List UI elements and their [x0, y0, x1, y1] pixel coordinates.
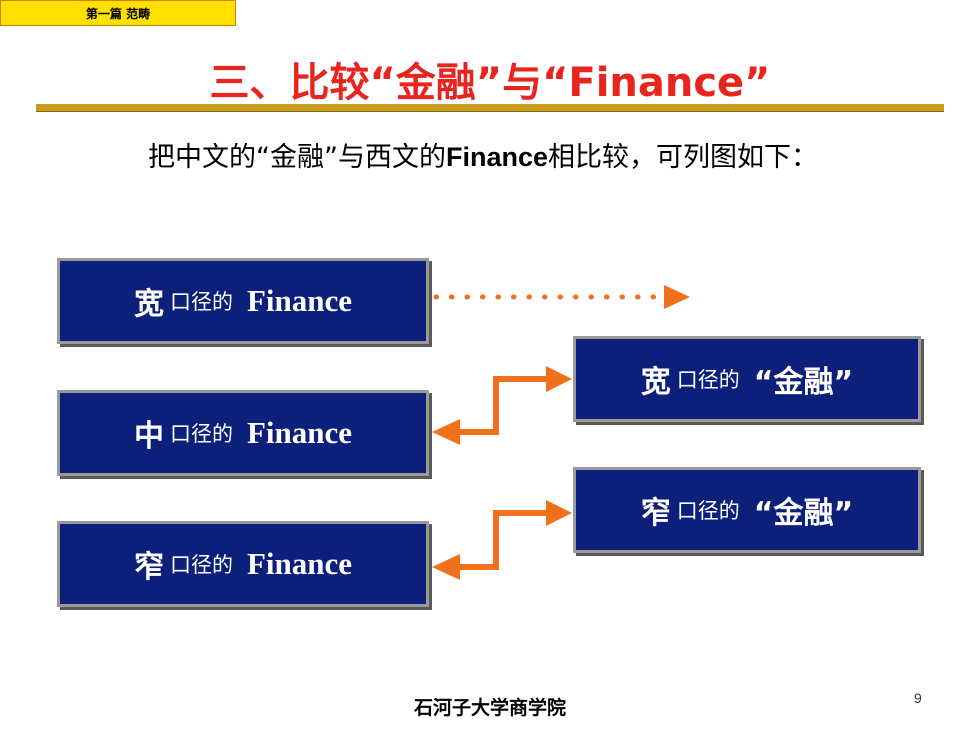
- box-narrow-jinrong: 窄 口径的 “金融”: [573, 467, 921, 553]
- box-medium-finance: 中 口径的 Finance: [57, 390, 429, 476]
- intro-text: 把中文的“金融”与西文的Finance相比较，可列图如下：: [98, 137, 908, 178]
- intro-part-1: 把中文的“金融”与西文的: [148, 142, 446, 173]
- box-wide-jinrong: 宽 口径的 “金融”: [573, 336, 921, 422]
- intro-finance: Finance: [445, 142, 549, 172]
- scope-label: 中: [133, 419, 164, 454]
- scope-suffix: 口径的: [169, 553, 233, 577]
- slide-title: 三、比较“金融”与“Finance”: [209, 60, 771, 106]
- box-wide-finance: 宽 口径的 Finance: [57, 258, 429, 344]
- elbow-arrow-narrow: [432, 500, 572, 580]
- term-label: Finance: [246, 546, 353, 581]
- footer-institution: 石河子大学商学院: [413, 697, 566, 719]
- section-tag: 第一篇 范畴: [0, 0, 236, 26]
- term-label: “金融”: [753, 496, 854, 531]
- dotted-arrow-wide: [433, 285, 690, 309]
- scope-suffix: 口径的: [169, 290, 233, 314]
- scope-label: 窄: [133, 550, 164, 585]
- scope-suffix: 口径的: [676, 499, 740, 523]
- box-narrow-finance: 窄 口径的 Finance: [57, 521, 429, 607]
- scope-suffix: 口径的: [676, 368, 740, 392]
- term-label: “金融”: [753, 365, 854, 400]
- scope-label: 宽: [133, 287, 164, 322]
- scope-label: 宽: [640, 365, 671, 400]
- page-number: 9: [914, 690, 922, 706]
- term-label: Finance: [246, 415, 353, 450]
- scope-suffix: 口径的: [169, 422, 233, 446]
- term-label: Finance: [246, 283, 353, 318]
- title-divider: [36, 104, 944, 112]
- scope-label: 窄: [640, 496, 671, 531]
- intro-part-2: 相比较，可列图如下：: [548, 142, 819, 173]
- elbow-arrow-medium: [432, 366, 572, 445]
